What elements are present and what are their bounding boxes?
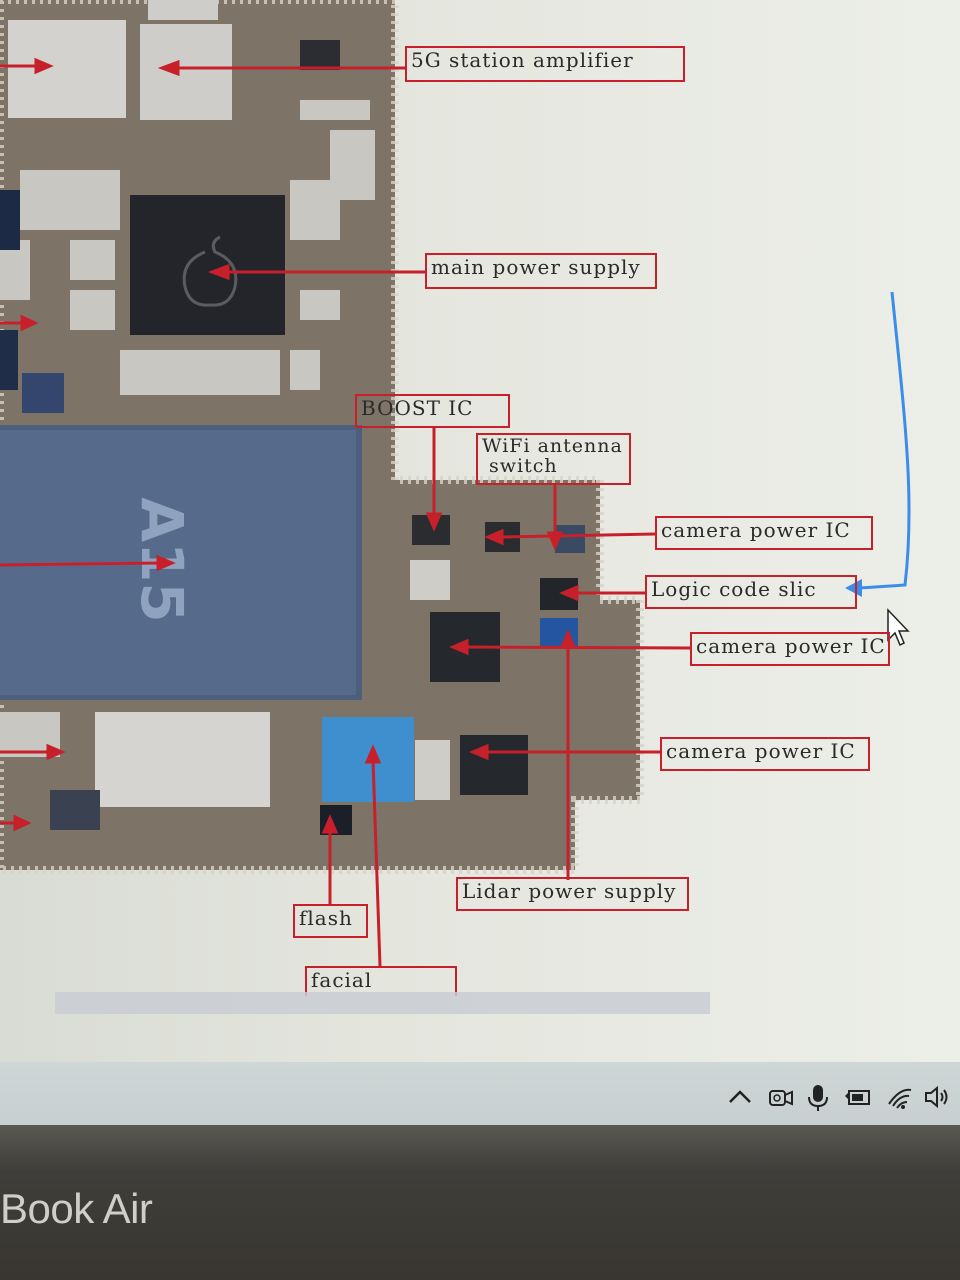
label-main-power-supply: main power supply	[425, 253, 657, 289]
taskbar	[0, 1062, 960, 1125]
label-camera-power-ic-2: camera power IC	[690, 632, 890, 666]
wifi-icon[interactable]	[885, 1082, 915, 1112]
pen-annotation	[859, 291, 911, 590]
board-diagram: A15	[0, 0, 911, 967]
label-wifi-antenna-switch: WiFi antenna switch	[476, 433, 631, 485]
battery-icon[interactable]	[843, 1082, 873, 1112]
label-logic-code-slice: Logic code slic	[645, 575, 857, 609]
label-facial: facial	[305, 966, 457, 996]
label-camera-power-ic-3: camera power IC	[660, 737, 870, 771]
laptop-brand-text: Book Air	[0, 1185, 153, 1232]
label-lidar-power-supply: Lidar power supply	[456, 877, 689, 911]
laptop-bezel	[0, 1125, 960, 1280]
label-boost-ic: BOOST IC	[355, 394, 510, 428]
microphone-icon[interactable]	[803, 1082, 833, 1112]
screen: A15	[0, 0, 960, 1125]
horizontal-scrollbar[interactable]	[55, 992, 710, 1014]
chevron-up-icon[interactable]	[725, 1082, 755, 1112]
speaker-icon[interactable]	[922, 1082, 952, 1112]
mouse-cursor	[887, 608, 910, 647]
label-camera-power-ic-1: camera power IC	[655, 516, 873, 550]
circuit-board-image: A15	[0, 0, 911, 996]
label-5g-amplifier: 5G station amplifier	[405, 46, 685, 82]
camera-icon[interactable]	[765, 1082, 795, 1112]
label-flash: flash	[293, 904, 368, 938]
